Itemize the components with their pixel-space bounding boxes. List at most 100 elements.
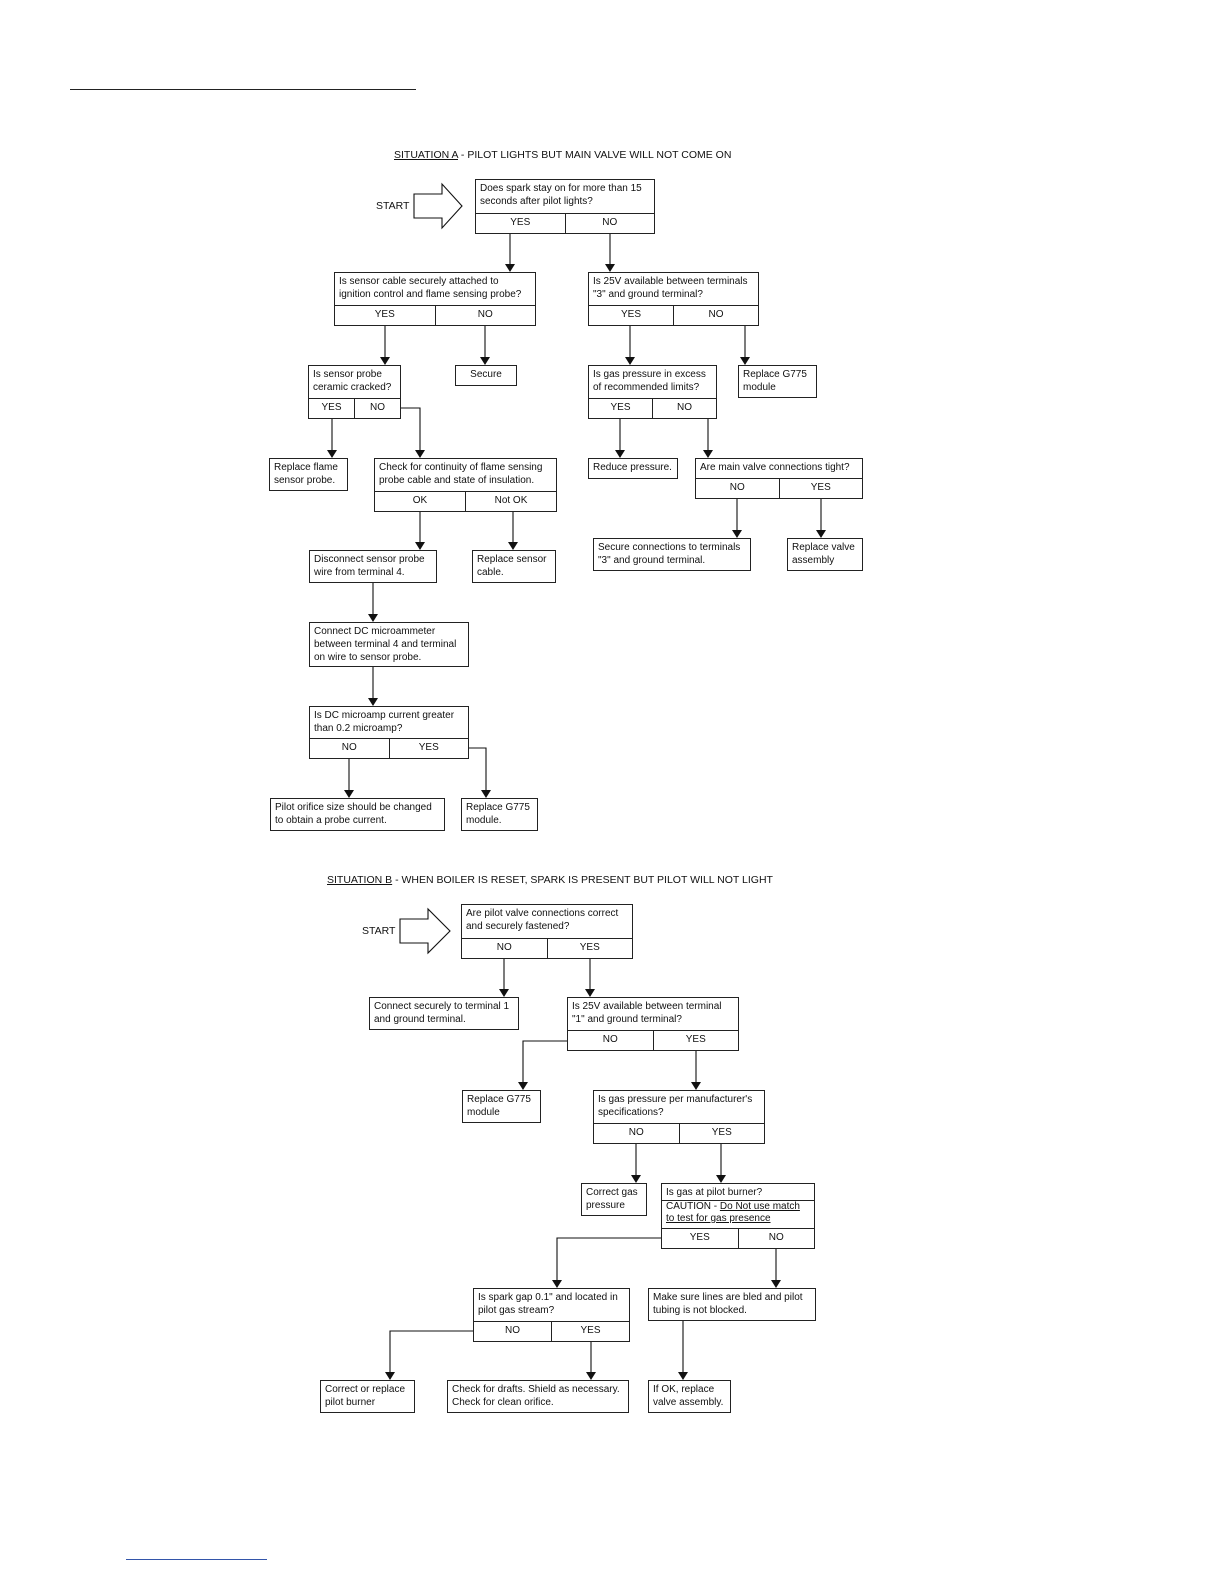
replace-g775-action-b: Replace G775 module bbox=[462, 1090, 541, 1123]
continuity-check-text: Check for continuity of flame sensing pr… bbox=[379, 462, 543, 486]
correct-burner-action: Correct or replace pilot burner bbox=[320, 1380, 415, 1413]
situation-a-label: SITUATION A bbox=[394, 149, 458, 161]
replace-valve-assembly-action: If OK, replace valve assembly. bbox=[648, 1380, 731, 1413]
correct-burner-text: Correct or replace pilot burner bbox=[325, 1384, 406, 1408]
voltage-25v-no-b: NO bbox=[602, 1034, 618, 1045]
microamp-text: Is DC microamp current greater than 0.2 … bbox=[314, 710, 455, 734]
voltage-25v-text-b: Is 25V available between terminal "1" an… bbox=[572, 1001, 722, 1025]
microamp-question: Is DC microamp current greater than 0.2 … bbox=[309, 706, 469, 759]
gas-spec-question: Is gas pressure per manufacturer's speci… bbox=[593, 1090, 765, 1144]
microamp-no: NO bbox=[341, 742, 357, 753]
pilot-valve-yes: YES bbox=[546, 939, 633, 958]
pilot-valve-question: Are pilot valve connections correct and … bbox=[461, 904, 633, 959]
spark-duration-text: Does spark stay on for more than 15 seco… bbox=[480, 183, 642, 207]
replace-valve-assembly-text: If OK, replace valve assembly. bbox=[653, 1384, 724, 1408]
replace-valve-action: Replace valve assembly bbox=[787, 538, 863, 571]
pilot-orifice-action: Pilot orifice size should be changed to … bbox=[270, 798, 445, 831]
gas-excess-yes: YES bbox=[610, 402, 631, 413]
gas-spec-no: NO bbox=[628, 1127, 644, 1138]
check-drafts-text: Check for drafts. Shield as necessary. C… bbox=[452, 1384, 620, 1408]
replace-g775-text-a2: Replace G775 module. bbox=[466, 802, 530, 826]
voltage-25v-text-a: Is 25V available between terminals "3" a… bbox=[593, 276, 748, 300]
sensor-cable-question: Is sensor cable securely attached to ign… bbox=[334, 272, 536, 326]
secure-text: Secure bbox=[470, 369, 502, 380]
gas-pilot-yes: YES bbox=[689, 1232, 710, 1243]
gas-spec-text: Is gas pressure per manufacturer's speci… bbox=[598, 1094, 753, 1118]
spark-gap-text: Is spark gap 0.1" and located in pilot g… bbox=[478, 1292, 618, 1316]
voltage-25v-question-a: Is 25V available between terminals "3" a… bbox=[588, 272, 759, 326]
continuity-ok: OK bbox=[412, 495, 428, 506]
replace-sensor-cable-action: Replace sensor cable. bbox=[472, 550, 556, 583]
reduce-pressure-action: Reduce pressure. bbox=[588, 458, 678, 479]
bleed-lines-action: Make sure lines are bled and pilot tubin… bbox=[648, 1288, 816, 1321]
situation-a-title: SITUATION A - PILOT LIGHTS BUT MAIN VALV… bbox=[394, 149, 731, 161]
connect-microammeter-action: Connect DC microammeter between terminal… bbox=[309, 622, 469, 667]
sensor-cable-yes: YES bbox=[374, 309, 395, 320]
spark-gap-yes: YES bbox=[551, 1322, 629, 1341]
main-valve-question: Are main valve connections tight? NO YES bbox=[695, 458, 863, 499]
secure-connections-action: Secure connections to terminals "3" and … bbox=[593, 538, 751, 571]
gas-pilot-no: NO bbox=[737, 1229, 815, 1248]
gas-excess-question: Is gas pressure in excess of recommended… bbox=[588, 365, 717, 419]
start-arrow-b bbox=[399, 907, 451, 955]
replace-g775-text-a: Replace G775 module bbox=[743, 369, 807, 393]
main-valve-yes: YES bbox=[778, 479, 863, 498]
pilot-orifice-text: Pilot orifice size should be changed to … bbox=[275, 802, 432, 826]
replace-sensor-cable-text: Replace sensor cable. bbox=[477, 554, 547, 578]
spark-duration-question: Does spark stay on for more than 15 seco… bbox=[475, 179, 655, 234]
caution-underline-2: to test for gas presence bbox=[666, 1213, 771, 1224]
replace-flame-probe-text: Replace flame sensor probe. bbox=[274, 462, 338, 486]
connect-securely-text: Connect securely to terminal 1 and groun… bbox=[374, 1001, 510, 1025]
sensor-cable-no: NO bbox=[434, 306, 536, 325]
continuity-check-question: Check for continuity of flame sensing pr… bbox=[374, 458, 557, 512]
header-rule bbox=[70, 89, 416, 90]
connect-securely-action: Connect securely to terminal 1 and groun… bbox=[369, 997, 519, 1030]
gas-pilot-question: Is gas at pilot burner? CAUTION - Do Not… bbox=[661, 1183, 815, 1249]
microamp-yes: YES bbox=[388, 739, 469, 758]
situation-b-title: SITUATION B - WHEN BOILER IS RESET, SPAR… bbox=[327, 874, 773, 886]
gas-excess-text: Is gas pressure in excess of recommended… bbox=[593, 369, 706, 393]
continuity-not-ok: Not OK bbox=[465, 492, 556, 511]
start-label-b: START bbox=[362, 925, 396, 937]
situation-a-text: - PILOT LIGHTS BUT MAIN VALVE WILL NOT C… bbox=[457, 149, 732, 161]
secure-action: Secure bbox=[455, 365, 517, 386]
voltage-25v-yes-b: YES bbox=[652, 1031, 739, 1050]
sensor-probe-yes: YES bbox=[321, 402, 342, 413]
spark-yes: YES bbox=[510, 217, 531, 228]
replace-valve-text: Replace valve assembly bbox=[792, 542, 855, 566]
check-drafts-action: Check for drafts. Shield as necessary. C… bbox=[447, 1380, 629, 1413]
caution-underline-1: Do Not use match bbox=[719, 1201, 800, 1212]
gas-spec-yes: YES bbox=[678, 1124, 765, 1143]
caution-note: CAUTION - Do Not use match to test for g… bbox=[662, 1200, 814, 1226]
disconnect-probe-text: Disconnect sensor probe wire from termin… bbox=[314, 554, 425, 578]
gas-pilot-text: Is gas at pilot burner? bbox=[666, 1187, 763, 1198]
gas-excess-no: NO bbox=[652, 399, 716, 418]
pilot-valve-text: Are pilot valve connections correct and … bbox=[466, 908, 619, 932]
pilot-valve-no: NO bbox=[496, 942, 512, 953]
sensor-probe-text: Is sensor probe ceramic cracked? bbox=[313, 369, 392, 393]
replace-flame-probe-action: Replace flame sensor probe. bbox=[269, 458, 348, 491]
caution-prefix: CAUTION - bbox=[666, 1201, 720, 1212]
voltage-25v-yes-a: YES bbox=[620, 309, 641, 320]
voltage-25v-no-a: NO bbox=[673, 306, 758, 325]
situation-b-label: SITUATION B bbox=[327, 874, 393, 886]
sensor-probe-no: NO bbox=[354, 399, 400, 418]
replace-g775-action-a: Replace G775 module bbox=[738, 365, 817, 398]
start-arrow-a bbox=[413, 182, 463, 230]
secure-connections-text: Secure connections to terminals "3" and … bbox=[598, 542, 741, 566]
spark-gap-no: NO bbox=[505, 1325, 520, 1336]
footer-rule bbox=[126, 1559, 267, 1560]
main-valve-text: Are main valve connections tight? bbox=[700, 462, 850, 473]
voltage-25v-question-b: Is 25V available between terminal "1" an… bbox=[567, 997, 739, 1051]
replace-g775-action-a2: Replace G775 module. bbox=[461, 798, 538, 831]
sensor-cable-text: Is sensor cable securely attached to ign… bbox=[339, 276, 522, 300]
bleed-lines-text: Make sure lines are bled and pilot tubin… bbox=[653, 1292, 803, 1316]
start-label-a: START bbox=[376, 200, 410, 212]
situation-b-text: - WHEN BOILER IS RESET, SPARK IS PRESENT… bbox=[392, 874, 773, 886]
disconnect-probe-action: Disconnect sensor probe wire from termin… bbox=[309, 550, 437, 583]
main-valve-no: NO bbox=[729, 482, 745, 493]
connect-microammeter-text: Connect DC microammeter between terminal… bbox=[314, 626, 457, 663]
spark-no: NO bbox=[564, 214, 655, 233]
spark-gap-question: Is spark gap 0.1" and located in pilot g… bbox=[473, 1288, 630, 1342]
